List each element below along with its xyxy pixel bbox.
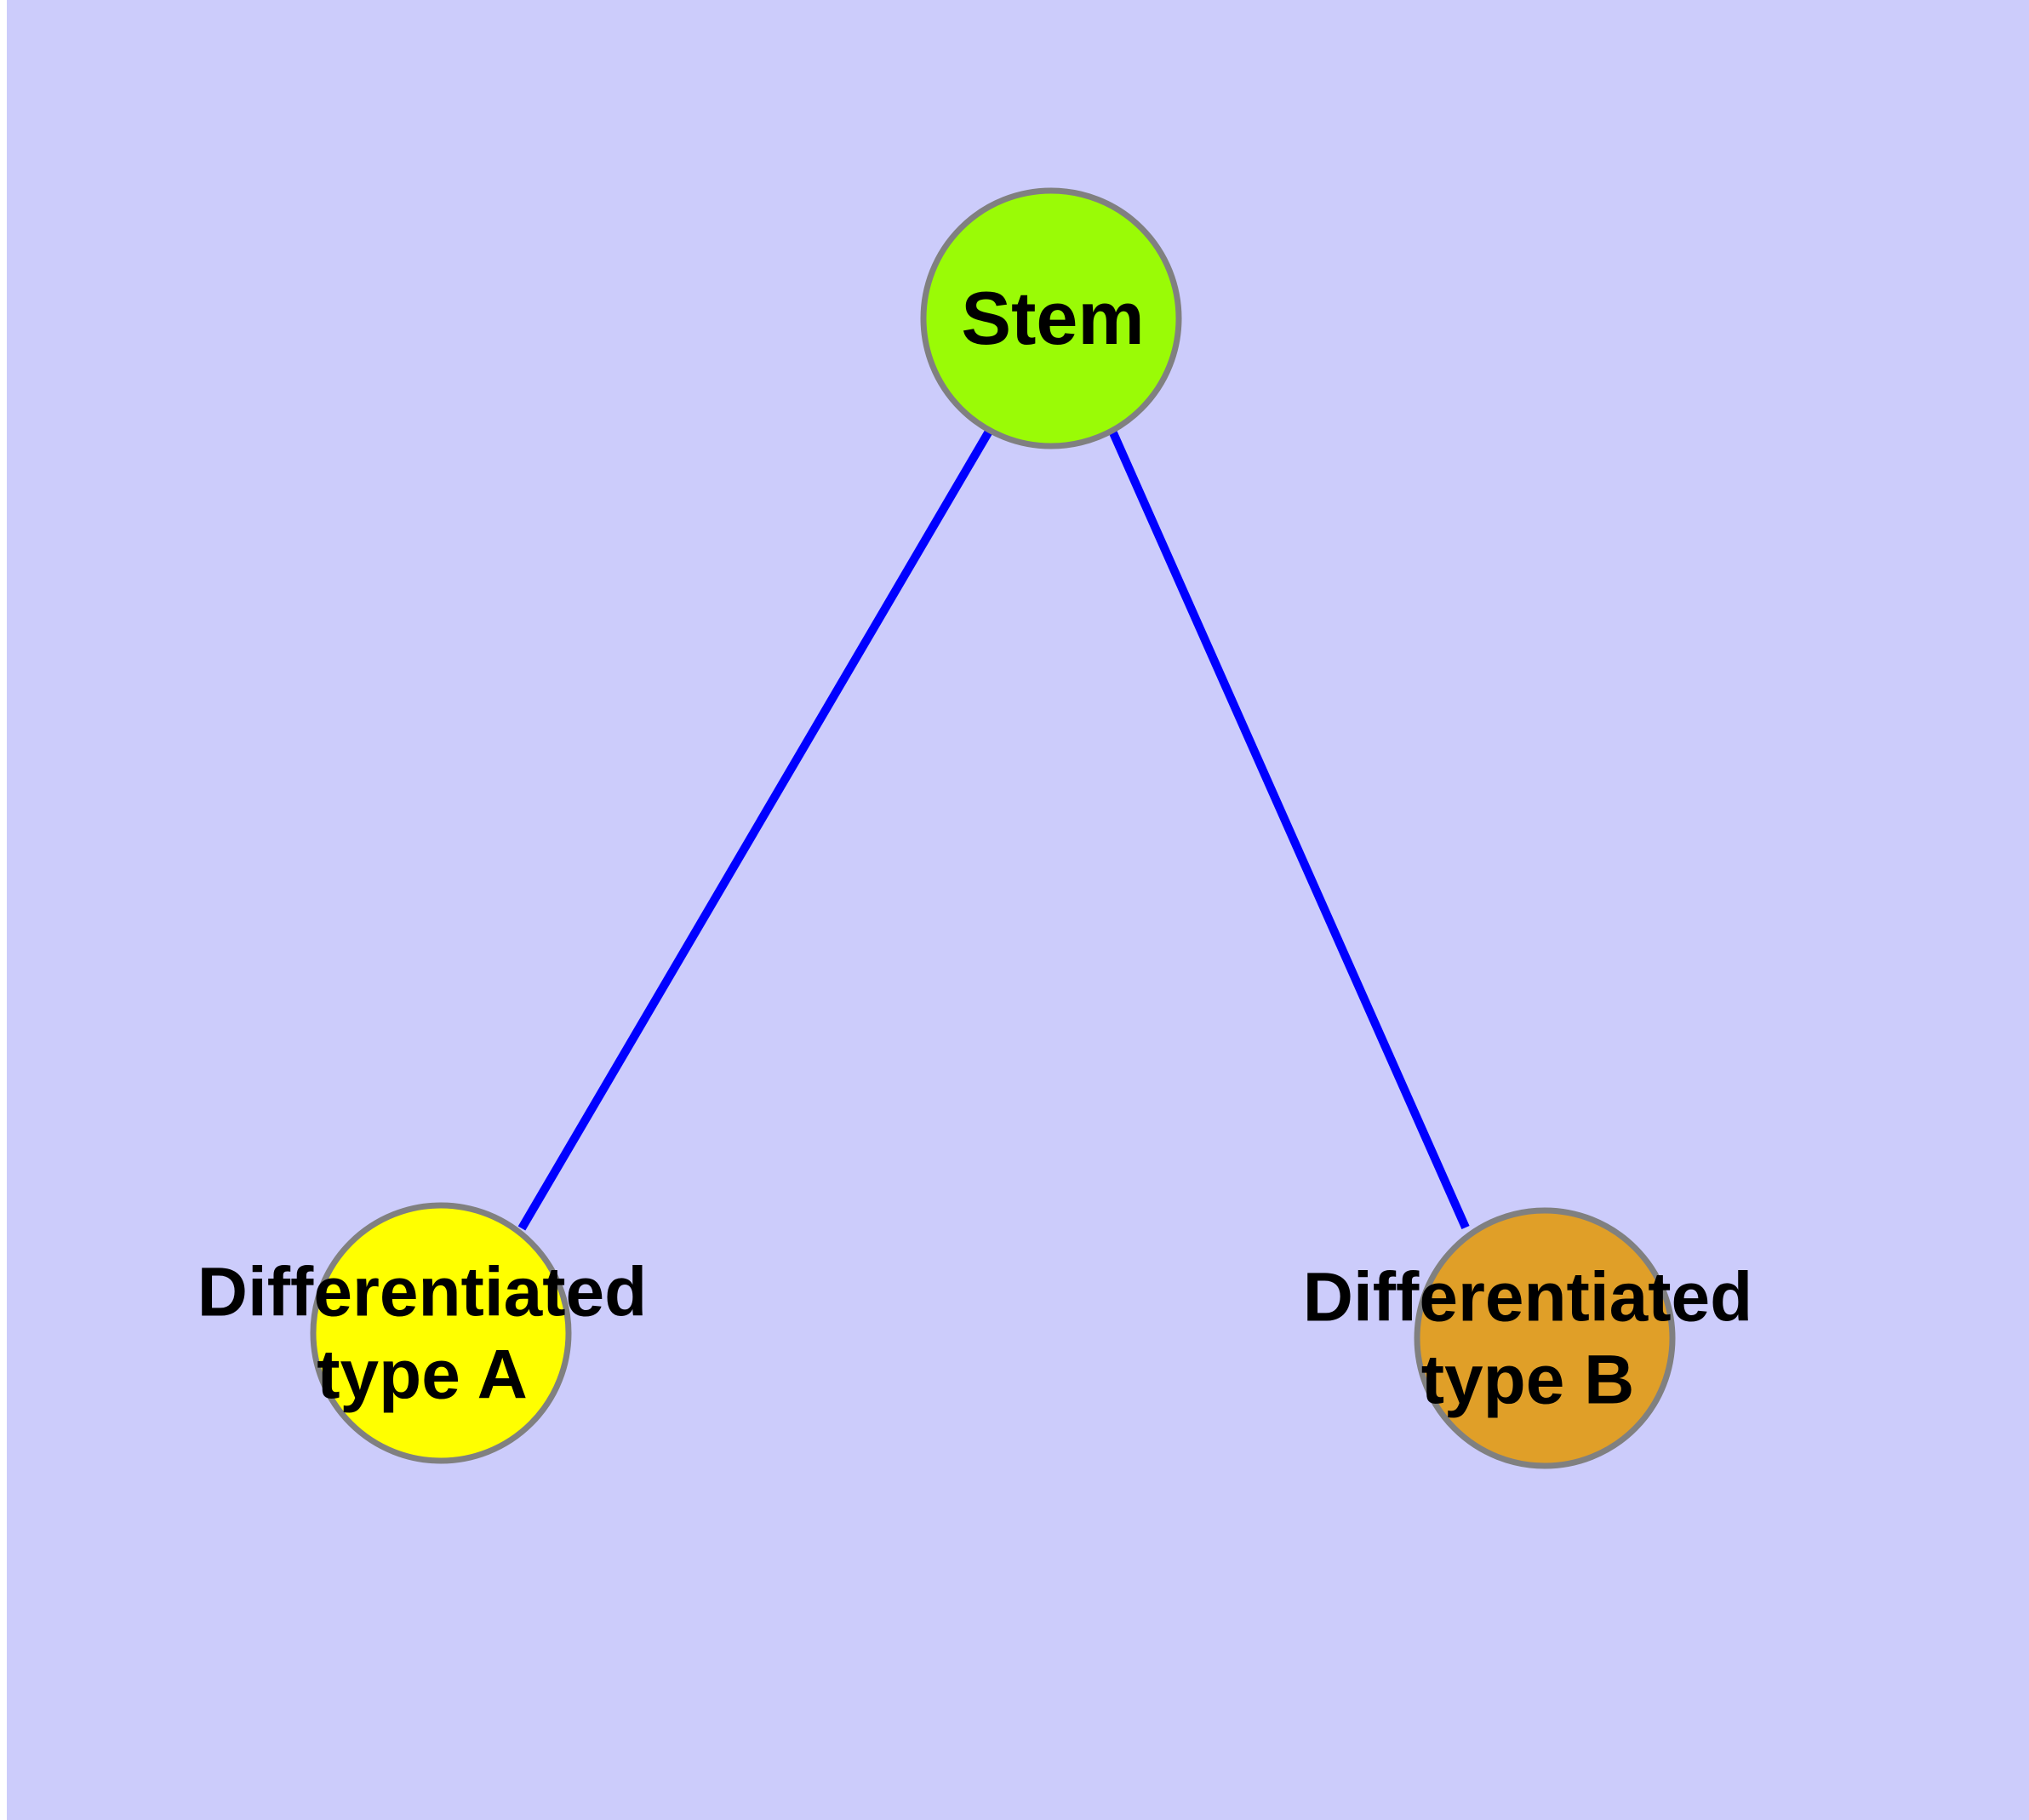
graph-edge-stem-diff_a: [517, 427, 994, 1231]
graph-edge-stem-diff_b: [1107, 426, 1470, 1230]
edge-layer: [517, 426, 1470, 1231]
graph-node-label-line: type B: [1421, 1341, 1635, 1418]
graph-node-diff_a[interactable]: [310, 1202, 572, 1464]
graph-node-label-line: Differentiated: [197, 1254, 648, 1331]
graph-node-diff_b[interactable]: [1414, 1207, 1676, 1469]
graph-node-label-stem: Stem: [961, 276, 1144, 360]
graph-node-label-line: Stem: [961, 276, 1144, 360]
graph-node-stem[interactable]: [920, 187, 1182, 449]
graph-node-label-line: type A: [317, 1336, 528, 1413]
graph-node-label-line: Differentiated: [1303, 1259, 1753, 1336]
